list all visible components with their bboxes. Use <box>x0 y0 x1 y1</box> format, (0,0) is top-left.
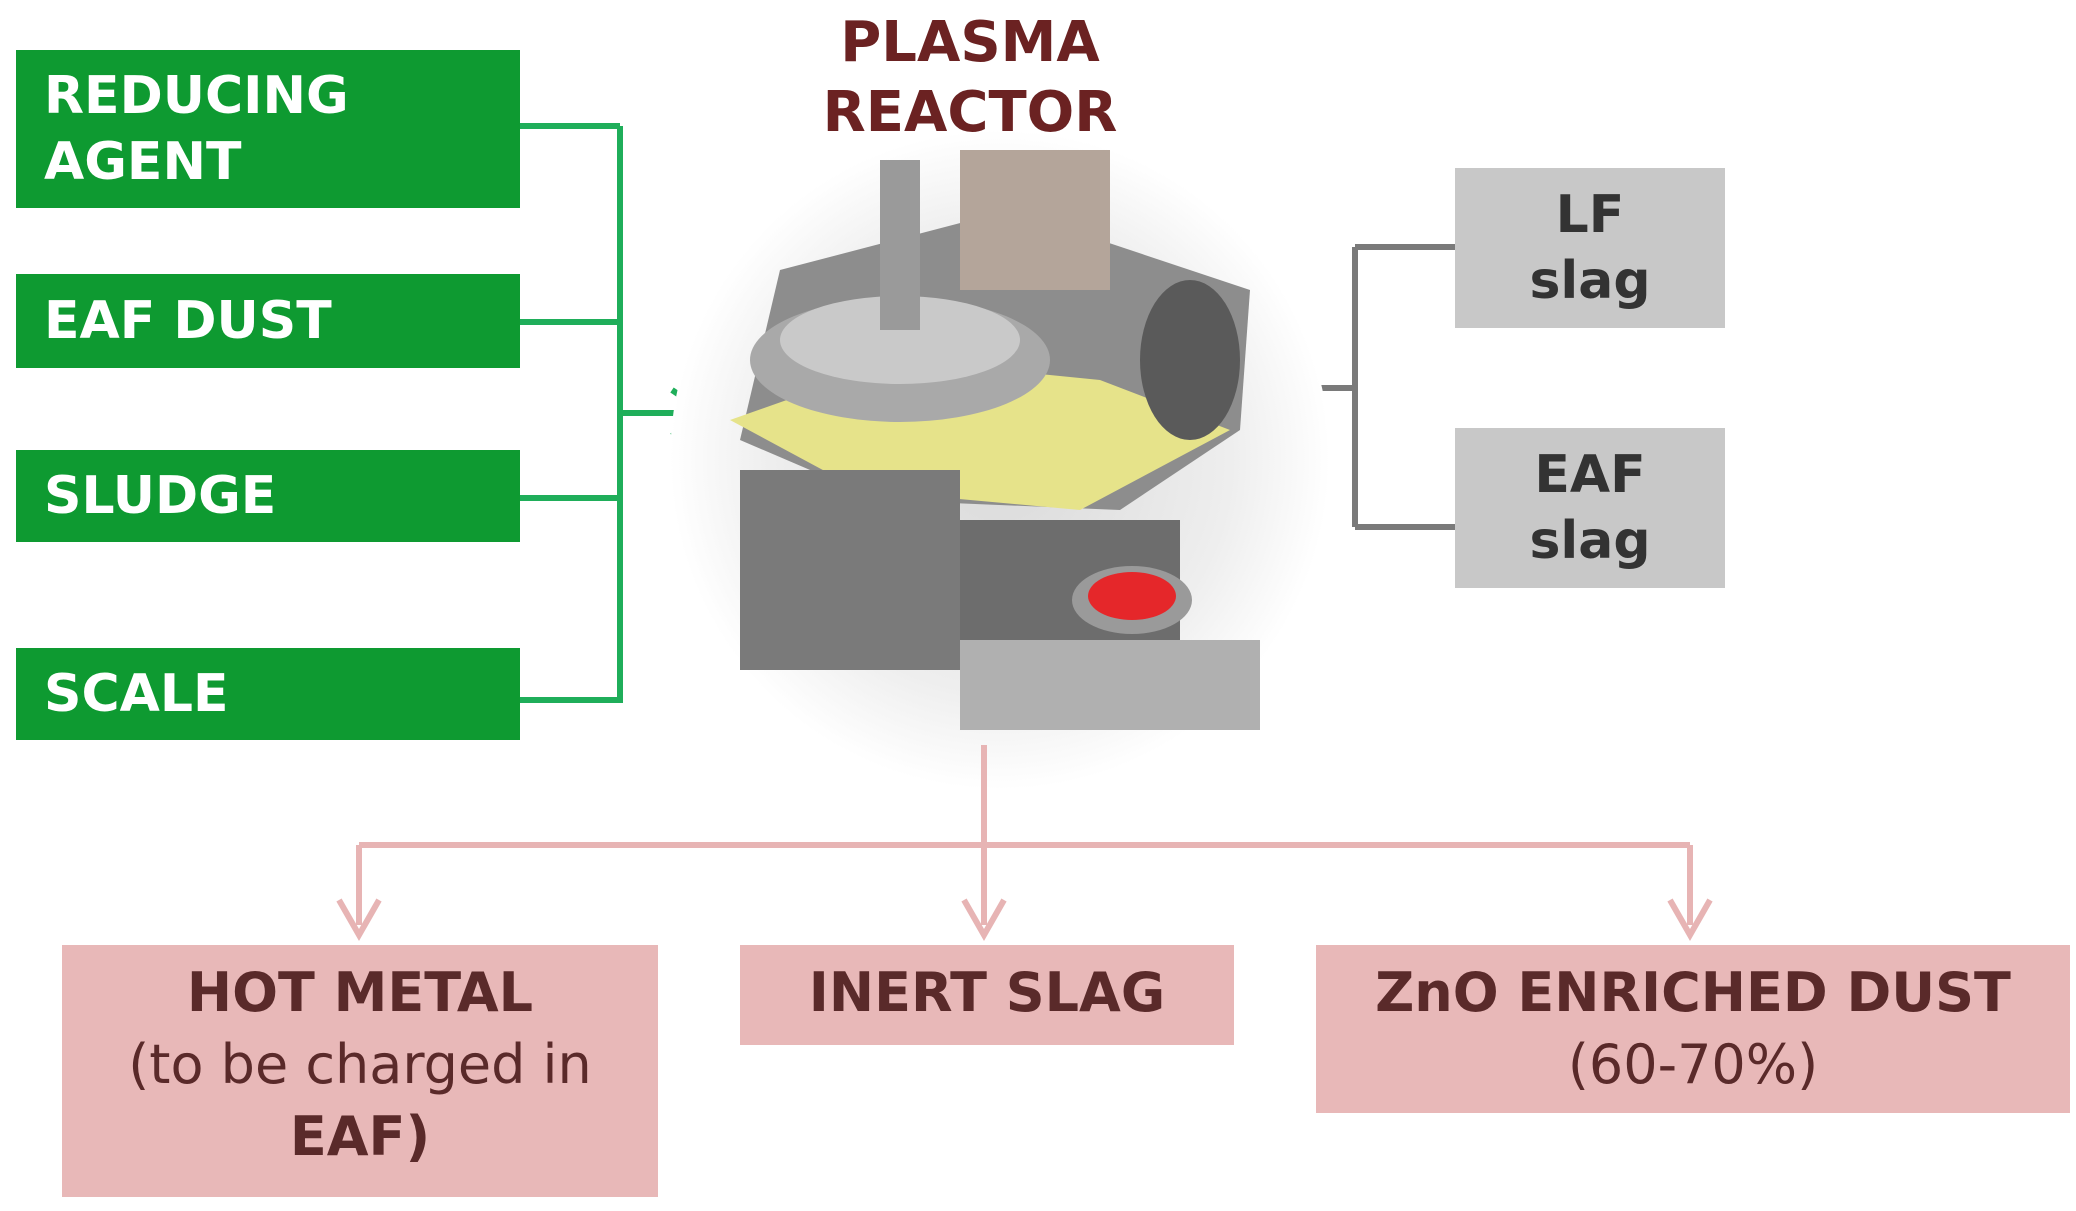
input-reducing-agent: REDUCING AGENT <box>16 50 520 208</box>
input-eaf-dust: EAF DUST <box>16 274 520 368</box>
output-distribution-lines <box>336 745 1713 942</box>
input-eaf-slag: EAF slag <box>1455 428 1725 588</box>
output-zno-dust: ZnO ENRICHED DUST (60-70%) <box>1316 945 2070 1113</box>
input-label: SCALE <box>44 664 229 724</box>
slag-label-line1: EAF <box>1534 445 1646 505</box>
input-scale: SCALE <box>16 648 520 740</box>
reactor-title-line2: REACTOR <box>822 80 1118 145</box>
output-line3: EAF) <box>289 1105 431 1168</box>
output-title: INERT SLAG <box>808 961 1166 1024</box>
output-line2: (60-70%) <box>1567 1033 1819 1096</box>
input-label-line2: AGENT <box>44 132 242 192</box>
reactor-title-line1: PLASMA <box>840 10 1100 75</box>
input-lf-slag: LF slag <box>1455 168 1725 328</box>
slag-label-line2: slag <box>1529 251 1651 311</box>
input-label: EAF DUST <box>44 291 332 351</box>
output-title: HOT METAL <box>186 961 534 1024</box>
input-label: SLUDGE <box>44 466 277 526</box>
output-inert-slag: INERT SLAG <box>740 945 1234 1045</box>
input-label-line1: REDUCING <box>44 66 349 126</box>
output-hot-metal: HOT METAL (to be charged in EAF) <box>62 945 658 1197</box>
slag-label-line2: slag <box>1529 511 1651 571</box>
reactor-title: PLASMA REACTOR <box>780 8 1160 148</box>
slag-label-line1: LF <box>1555 185 1625 245</box>
plasma-reactor-illustration <box>670 130 1330 790</box>
output-line2: (to be charged in <box>128 1033 592 1096</box>
output-title: ZnO ENRICHED DUST <box>1375 961 2011 1024</box>
input-sludge: SLUDGE <box>16 450 520 542</box>
